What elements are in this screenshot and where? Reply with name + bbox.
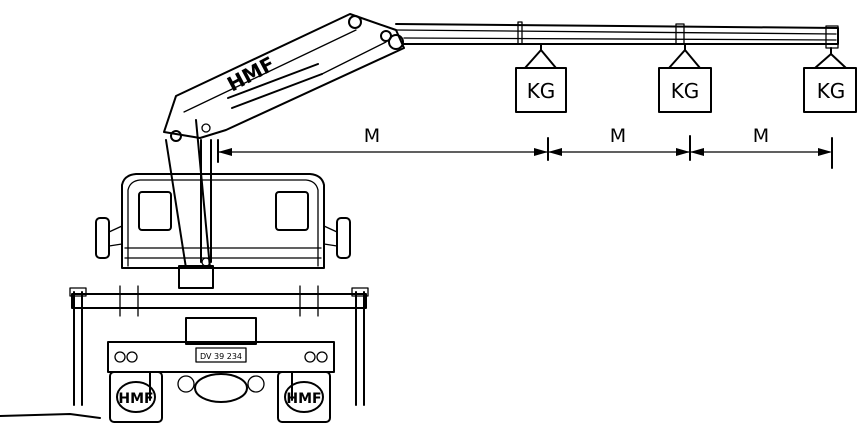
dimension-label-1: M — [364, 125, 380, 147]
load-3: KG — [803, 47, 857, 113]
arrow-1-right — [548, 148, 562, 156]
truck-cab — [121, 173, 325, 269]
leg-cap-left — [69, 287, 87, 297]
dimension-line: M M M — [217, 125, 833, 169]
boom-pivot-pin — [170, 130, 182, 142]
stabilizer-leg-left — [73, 291, 83, 406]
load-1: KG — [515, 43, 567, 113]
arrow-2-right — [690, 148, 704, 156]
differential — [194, 373, 248, 403]
stabilizer-leg-right — [355, 291, 365, 406]
mirror-left — [95, 217, 110, 259]
knuckle-pin-2 — [380, 30, 392, 42]
fold-rod — [321, 41, 387, 75]
headlight-left-1 — [114, 351, 126, 363]
license-plate — [195, 347, 247, 363]
headlight-right-2 — [316, 351, 328, 363]
license-plate-text: DV 39 234 — [200, 352, 242, 361]
mirror-right — [336, 217, 351, 259]
extension-joint-2 — [675, 23, 685, 45]
ground-line — [0, 413, 101, 419]
cylinder-pin-upper — [201, 123, 211, 133]
hub-right — [247, 375, 265, 393]
load-2: KG — [658, 43, 712, 113]
arrow-end — [818, 148, 832, 156]
leg-cap-right — [351, 287, 369, 297]
arrow-start — [218, 148, 232, 156]
arrow-2-left — [676, 148, 690, 156]
mirror-right-arm — [323, 225, 338, 247]
load-1-sling — [524, 43, 557, 69]
hub-left — [177, 375, 195, 393]
column-base — [178, 265, 214, 289]
load-2-sling — [668, 43, 701, 69]
bumper — [107, 341, 335, 373]
arrow-1-left — [534, 148, 548, 156]
outer-boom-lines — [395, 29, 837, 41]
cylinder-pin-lower — [201, 257, 211, 267]
crane-base-block — [185, 317, 257, 345]
load-3-sling — [814, 47, 847, 69]
lift-cylinder — [200, 139, 212, 263]
load-1-box — [515, 67, 567, 113]
load-3-box — [803, 67, 857, 113]
plate-brand-right: HMF — [286, 391, 321, 407]
cab-window-left — [138, 191, 172, 231]
fold-cylinder — [227, 63, 323, 109]
stabilizer-beam — [71, 293, 367, 309]
crane: HMF — [163, 13, 839, 289]
dimension-label-3: M — [753, 125, 769, 147]
truck: DV 39 234 HMF HMF — [0, 173, 369, 423]
load-3-label: KG — [817, 79, 846, 103]
crane-column — [165, 119, 211, 269]
headlight-left-2 — [126, 351, 138, 363]
mudflap-logo-left — [116, 381, 156, 413]
load-2-box — [658, 67, 712, 113]
boom-top-pin — [348, 15, 362, 29]
cab-window-right — [275, 191, 309, 231]
load-1-label: KG — [527, 79, 556, 103]
dimension-label-2: M — [610, 125, 626, 147]
main-boom-inner-line — [183, 29, 357, 113]
axle-supports — [149, 371, 293, 401]
cab-inner-outline — [127, 179, 319, 267]
mudflap-logo-right — [284, 381, 324, 413]
wheel-right — [277, 371, 331, 423]
mirror-left-arm — [108, 225, 123, 247]
headlight-right-1 — [304, 351, 316, 363]
cab-grille-lines — [124, 247, 322, 259]
knuckle-pin — [388, 34, 404, 50]
beam-brackets — [119, 285, 319, 317]
extension-joint-1 — [517, 21, 523, 45]
loads: KG KG KG — [515, 43, 857, 113]
main-boom — [163, 13, 405, 139]
load-2-label: KG — [671, 79, 700, 103]
wheel-left — [109, 371, 163, 423]
plate-brand-left: HMF — [118, 391, 153, 407]
